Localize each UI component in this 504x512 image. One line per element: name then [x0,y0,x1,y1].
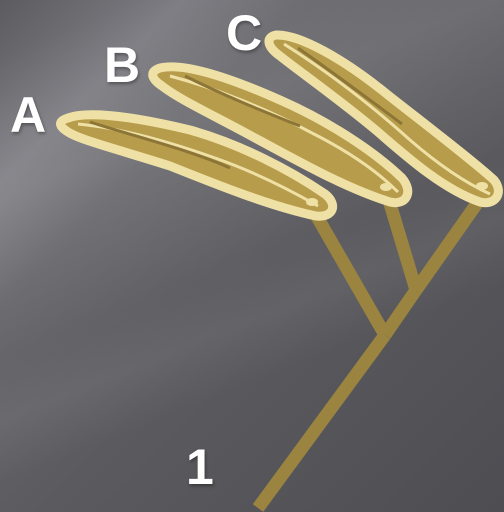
taxon-label-b: B [104,40,140,90]
root-label: 1 [186,442,214,492]
branch-to-b [388,197,416,290]
trunk-branch [258,335,385,508]
taxon-label-c: C [226,8,262,58]
branch-to-c [416,192,485,290]
tree-branches [258,192,485,508]
branch-to-bc-node [385,290,416,335]
taxon-label-a: A [10,90,46,140]
branch-to-a [312,208,385,335]
